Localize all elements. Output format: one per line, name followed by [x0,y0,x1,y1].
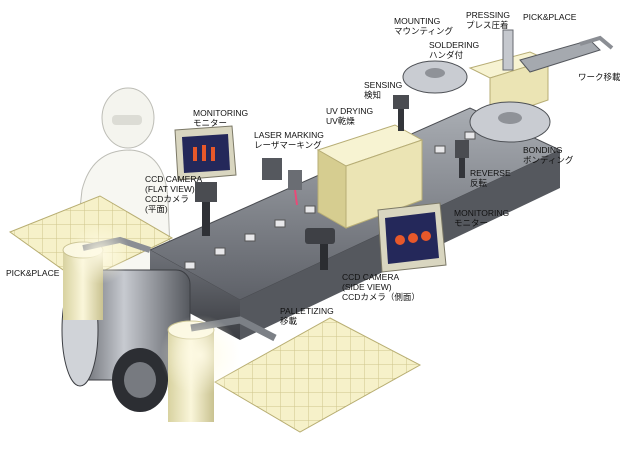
label-pick-place-left-en: PICK&PLACE [6,268,60,278]
label-pressing-ja: プレス圧着 [466,20,509,30]
label-ccd-flat-ja2: (平面) [145,204,168,214]
label-ccd-flat-en2: (FLAT VIEW) [145,184,195,194]
label-ccd-flat: CCD CAMERA (FLAT VIEW) CCDカメラ (平面) [145,174,202,214]
palletizing-tray [213,317,422,433]
label-monitoring-top: MONITORING モニター [193,108,248,128]
left-pick-place-robot [62,224,151,320]
label-sensing-en: SENSING [364,80,403,90]
bonding-turntable [469,101,551,143]
label-soldering: SOLDERING ハンダ付 [429,40,479,60]
label-bonding-en: BONDING [523,145,563,155]
monitor-top [174,125,237,181]
palletizing-robot [160,315,277,422]
label-soldering-en: SOLDERING [429,40,480,50]
label-sensing: SENSING 検知 [364,80,402,100]
label-monitoring-top-ja: モニター [193,118,228,128]
label-monitoring-right-ja: モニター [454,218,489,228]
label-ccd-side: CCD CAMERA (SIDE VIEW) CCDカメラ（側面） [342,272,420,302]
label-ccd-side-en2: (SIDE VIEW) [342,282,392,292]
label-sensing-ja: 検知 [364,90,382,100]
label-mounting-ja: マウンティング [394,26,453,36]
label-palletizing-en: PALLETIZING [280,306,334,316]
upper-conveyor [519,35,614,73]
label-monitoring-right-en: MONITORING [454,208,510,218]
label-palletizing-ja: 移載 [280,316,298,326]
label-pick-place-top: PICK&PLACE [523,12,576,22]
label-reverse-ja: 反転 [470,178,488,188]
label-mounting: MOUNTING マウンティング [394,16,453,36]
label-monitoring-right: MONITORING モニター [454,208,509,228]
label-ccd-side-ja: CCDカメラ（側面） [342,292,420,302]
label-uv-drying-en: UV DRYING [326,106,374,116]
label-ccd-flat-en: CCD CAMERA [145,174,203,184]
label-pick-place-left: PICK&PLACE [6,268,59,278]
reverse-unit [455,140,469,178]
label-laser-marking-en: LASER MARKING [254,130,324,140]
label-pressing-en: PRESSING [466,10,510,20]
label-uv-drying: UV DRYING UV乾燥 [326,106,373,126]
label-mounting-en: MOUNTING [394,16,441,26]
label-bonding: BONDING ボンディング [523,145,573,165]
label-laser-marking: LASER MARKING レーザマーキング [254,130,324,150]
laser-marking-unit [262,158,302,206]
label-reverse: REVERSE 反転 [470,168,511,188]
label-pressing: PRESSING プレス圧着 [466,10,510,30]
sensing-unit [393,95,409,131]
label-work-transfer: ワーク移載 [578,72,620,82]
label-palletizing: PALLETIZING 移載 [280,306,334,326]
label-work-transfer-ja: ワーク移載 [578,72,620,82]
ccd-flat-camera [195,182,217,236]
label-soldering-ja: ハンダ付 [429,50,464,60]
mounting-turntable [402,60,468,94]
monitor-right [377,202,447,273]
label-monitoring-top-en: MONITORING [193,108,249,118]
label-uv-drying-ja: UV乾燥 [326,116,355,126]
label-pick-place-top-en: PICK&PLACE [523,12,577,22]
uv-drying-tunnel [316,124,424,229]
label-ccd-side-en: CCD CAMERA [342,272,400,282]
label-bonding-ja: ボンディング [523,155,574,165]
label-ccd-flat-ja: CCDカメラ [145,194,189,204]
label-reverse-en: REVERSE [470,168,511,178]
ccd-side-camera [305,228,335,270]
label-laser-marking-ja: レーザマーキング [254,140,322,150]
